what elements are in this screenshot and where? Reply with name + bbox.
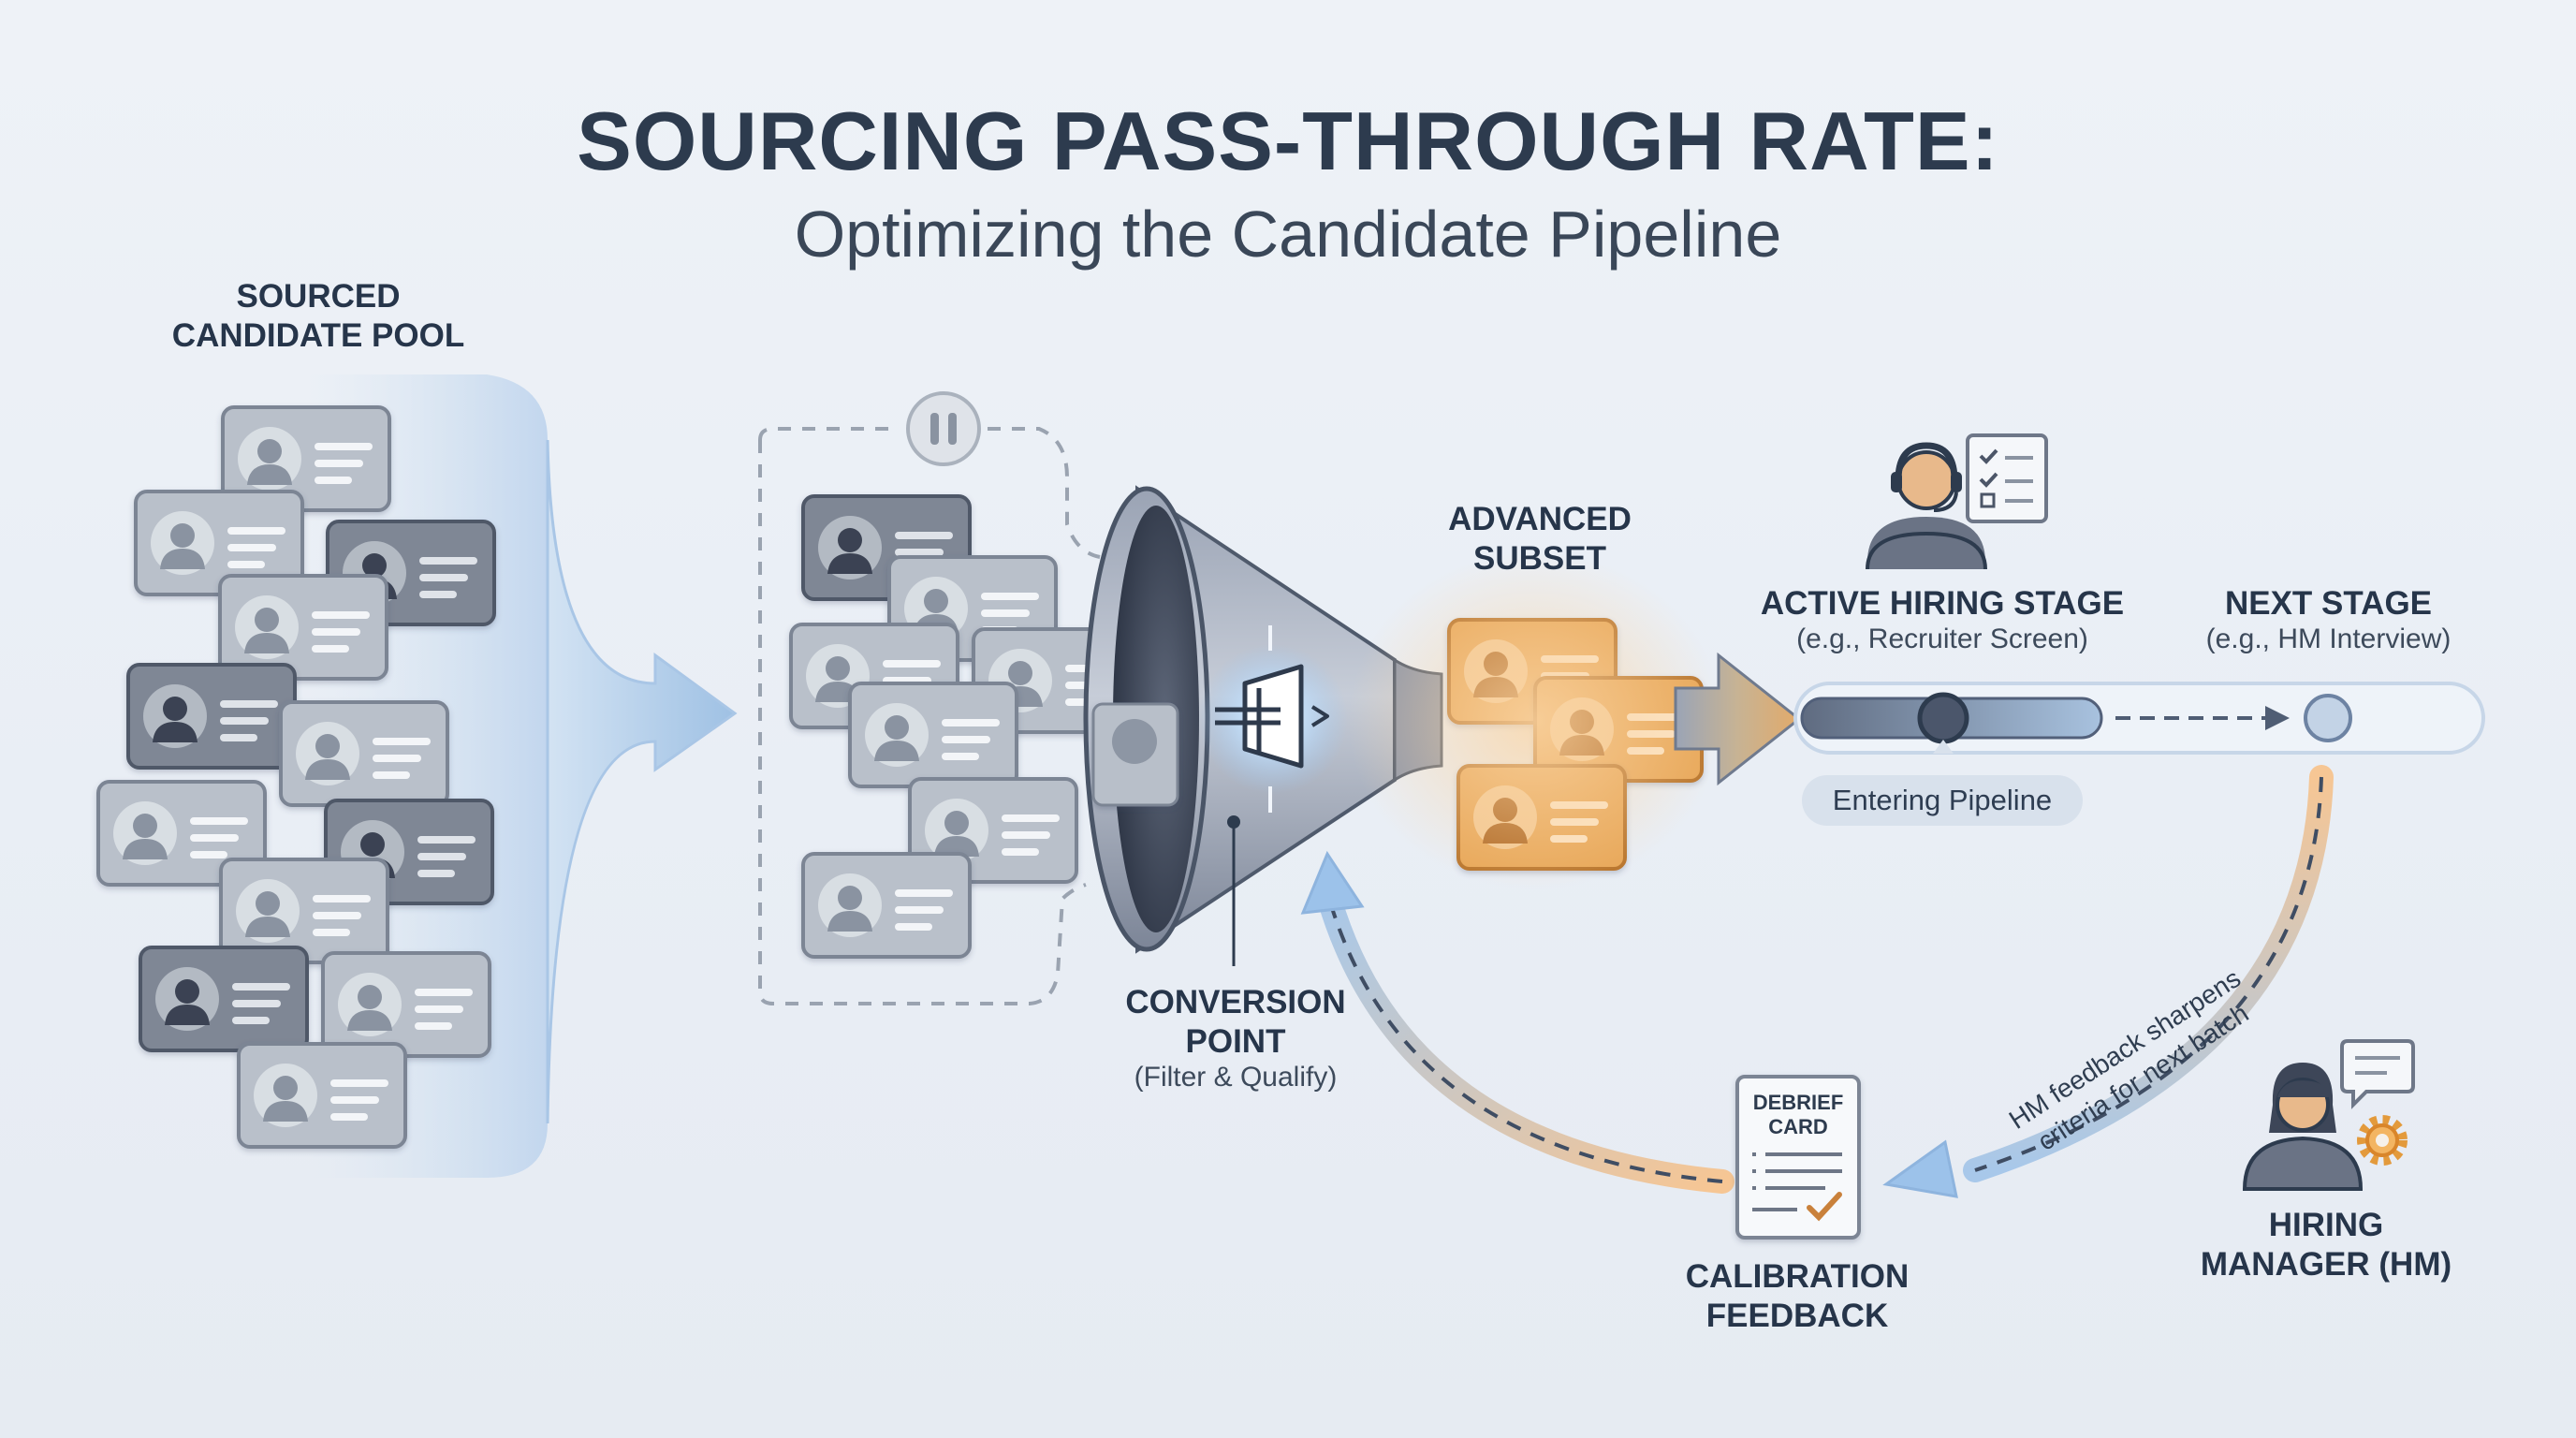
debrief-card-line1: DEBRIEF	[1752, 1091, 1844, 1114]
pool-candidate-card	[126, 663, 297, 770]
recruiter-headset-icon	[1866, 442, 1987, 570]
feedback-arrowhead-funnel	[1300, 850, 1365, 915]
hiring-manager-icon	[2242, 1063, 2364, 1191]
page-subtitle: Optimizing the Candidate Pipeline	[794, 198, 1782, 271]
avatar-icon	[1008, 661, 1032, 685]
avatar-icon	[257, 439, 282, 463]
conversion-label-line1: CONVERSION	[1125, 984, 1346, 1020]
active-stage-label: ACTIVE HIRING STAGE	[1760, 585, 2125, 622]
avatar-icon	[838, 528, 862, 552]
avatar-icon	[358, 985, 382, 1009]
pool-label-line2: CANDIDATE POOL	[171, 317, 465, 354]
hiring-manager-label: HIRING MANAGER (HM)	[2181, 1206, 2471, 1284]
advanced-glow	[1348, 552, 1722, 889]
pool-candidate-card	[219, 858, 389, 964]
staging-dash-border	[758, 440, 1087, 1005]
advanced-label-line1: ADVANCED	[1448, 501, 1632, 537]
avatar-icon	[255, 608, 279, 632]
next-stage-node	[2304, 694, 2352, 742]
avatar-icon	[826, 656, 850, 681]
avatar-icon	[163, 697, 187, 721]
avatar-icon	[273, 1076, 298, 1100]
pool-candidate-card	[321, 951, 491, 1058]
pool-candidate-card	[221, 405, 391, 512]
avatar-icon	[838, 886, 862, 910]
feedback-dash-left	[1327, 898, 1723, 1183]
avatar-icon	[315, 734, 340, 758]
avatar-icon	[924, 589, 948, 613]
avatar-icon	[885, 715, 909, 740]
checkmark-icon	[1807, 1192, 1842, 1222]
avatar-icon	[362, 553, 387, 578]
conversion-sub: (Filter & Qualify)	[1134, 1062, 1338, 1093]
card-entering-funnel	[1091, 702, 1179, 807]
calibration-label-line2: FEEDBACK	[1705, 1298, 1889, 1334]
pool-label-line1: SOURCED	[236, 278, 401, 315]
active-stage-sub: (e.g., Recruiter Screen)	[1796, 624, 2088, 654]
hiring-manager-label-line1: HIRING	[2268, 1207, 2384, 1243]
conversion-label: CONVERSION POINT	[1076, 983, 1395, 1062]
avatar-icon	[175, 979, 199, 1004]
conversion-label-line2: POINT	[1185, 1023, 1286, 1060]
pool-candidate-card	[134, 490, 304, 596]
staging-candidate-card	[848, 682, 1018, 788]
avatar-icon	[256, 891, 280, 916]
avatar-icon	[133, 814, 157, 838]
avatar-icon	[944, 811, 969, 835]
advanced-output-arrow	[1674, 652, 1802, 786]
debrief-card	[1735, 1075, 1861, 1240]
avatar-icon	[360, 832, 385, 857]
next-stage-label: NEXT STAGE	[2224, 585, 2433, 622]
page-title: SOURCING PASS-THROUGH RATE:	[577, 95, 1999, 187]
feedback-band-right	[1963, 765, 2334, 1182]
staging-dash-top-right	[988, 427, 1101, 559]
avatar-icon	[170, 523, 195, 548]
conversion-pointer-dot	[1227, 815, 1240, 829]
staging-dash-top-left	[758, 427, 899, 441]
pause-icon	[906, 391, 981, 466]
calibration-label-line1: CALIBRATION	[1685, 1258, 1910, 1295]
pill-pointer	[1933, 740, 1954, 754]
advanced-label-line2: SUBSET	[1473, 540, 1606, 577]
staging-candidate-card	[801, 852, 972, 959]
pool-candidate-card	[237, 1042, 407, 1149]
checklist-icon	[1966, 433, 2048, 523]
active-stage-node	[1917, 692, 1969, 744]
debrief-card-label: DEBRIEF CARD	[1737, 1091, 1859, 1139]
calibration-label: CALIBRATION FEEDBACK	[1647, 1257, 1947, 1336]
next-stage-sub: (e.g., HM Interview)	[2205, 624, 2452, 654]
pool-to-staging-arrow	[546, 439, 738, 1124]
speech-bubble-icon	[2340, 1039, 2415, 1109]
advanced-label: ADVANCED SUBSET	[1385, 500, 1694, 579]
hiring-manager-label-line2: MANAGER (HM)	[2200, 1246, 2452, 1283]
pool-candidate-card	[139, 946, 309, 1052]
pool-label: SOURCED CANDIDATE POOL	[112, 277, 524, 356]
gate-icon	[1215, 664, 1329, 769]
pool-candidate-card	[96, 780, 267, 887]
feedback-arrowhead-debrief	[1882, 1139, 1958, 1198]
debrief-card-line2: CARD	[1768, 1115, 1828, 1138]
gear-icon	[2357, 1115, 2408, 1166]
pool-candidate-card	[279, 700, 449, 807]
pool-candidate-card	[218, 574, 388, 681]
pipeline-track	[1793, 682, 2485, 755]
entering-pipeline-pill: Entering Pipeline	[1802, 775, 2083, 826]
